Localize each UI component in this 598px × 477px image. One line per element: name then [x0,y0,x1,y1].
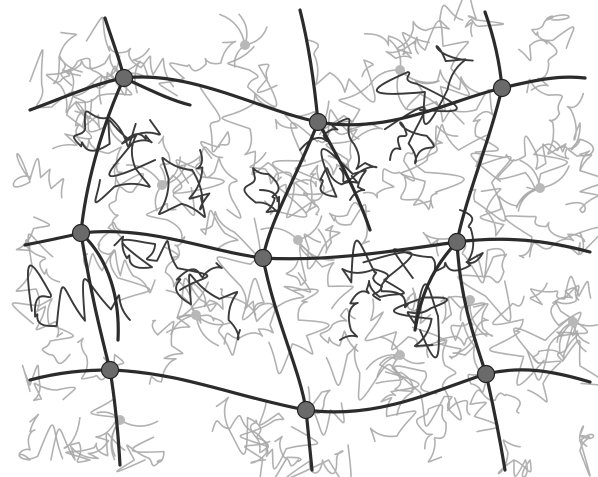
secondary-junction-icon [568,317,578,327]
crosslink-node-icon [73,225,90,242]
crosslink-node-icon [449,234,466,251]
secondary-junction-icon [240,40,250,50]
secondary-junction-icon [535,183,545,193]
secondary-junction-icon [395,350,405,360]
crosslink-node-icon [310,114,327,131]
secondary-junction-icon [157,180,167,190]
crosslink-node-icon [116,70,133,87]
secondary-junction-icon [191,310,201,320]
secondary-junction-icon [293,235,303,245]
crosslink-node-icon [255,250,272,267]
crosslink-node-icon [102,362,119,379]
crosslink-node-icon [478,366,495,383]
crosslink-node-icon [494,80,511,97]
crosslink-node-icon [298,402,315,419]
